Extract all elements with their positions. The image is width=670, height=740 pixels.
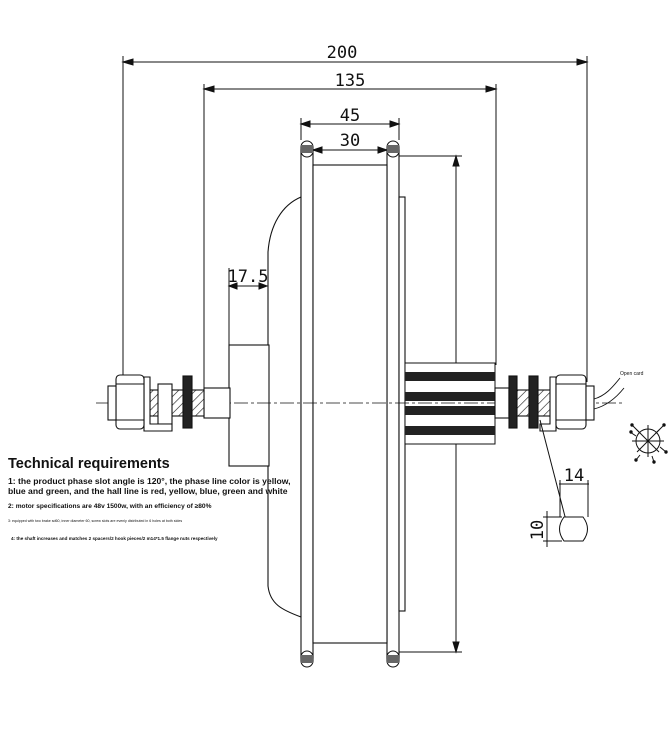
dimension-label-200: 200 — [327, 43, 358, 63]
requirement-item: 1: the product phase slot angle is 120°,… — [8, 476, 291, 496]
left-axle-assembly — [107, 374, 231, 432]
dimension-label-45: 45 — [340, 106, 360, 126]
right-axle-assembly — [494, 374, 595, 432]
disc-mount-block — [404, 362, 496, 445]
requirement-item: 4: the shaft increases and matches 2 spa… — [11, 536, 218, 541]
open-card-label: Open card — [620, 371, 644, 377]
dimension-label-135: 135 — [335, 71, 366, 91]
dimension-hub-offset — [227, 268, 269, 345]
dimension-overall-width — [121, 56, 589, 382]
technical-requirements: Technical requirements 1: the product ph… — [8, 456, 308, 541]
dimension-rim-inner — [311, 146, 389, 154]
dimension-shaft-span — [202, 84, 498, 388]
dimension-label-14: 14 — [564, 466, 584, 486]
requirement-item: 3: equipped with two brake sd60, inner d… — [8, 519, 183, 523]
hub-housing — [228, 196, 302, 618]
dimension-rim-outer — [299, 118, 401, 140]
phase-slot-symbol — [629, 423, 668, 464]
dimension-label-10: 10 — [528, 520, 548, 540]
cable-exit — [593, 377, 625, 410]
rim-bead-caps — [300, 140, 400, 668]
requirement-item: 2: motor specifications are 48v 1500w, w… — [8, 503, 212, 510]
rim-flanges — [300, 149, 406, 659]
dimension-label-30: 30 — [340, 131, 360, 151]
dimension-label-17-5: 17.5 — [228, 267, 269, 287]
technical-requirements-title: Technical requirements — [8, 456, 170, 472]
shaft-flat-section — [543, 480, 589, 547]
section-leader-line — [539, 419, 570, 533]
